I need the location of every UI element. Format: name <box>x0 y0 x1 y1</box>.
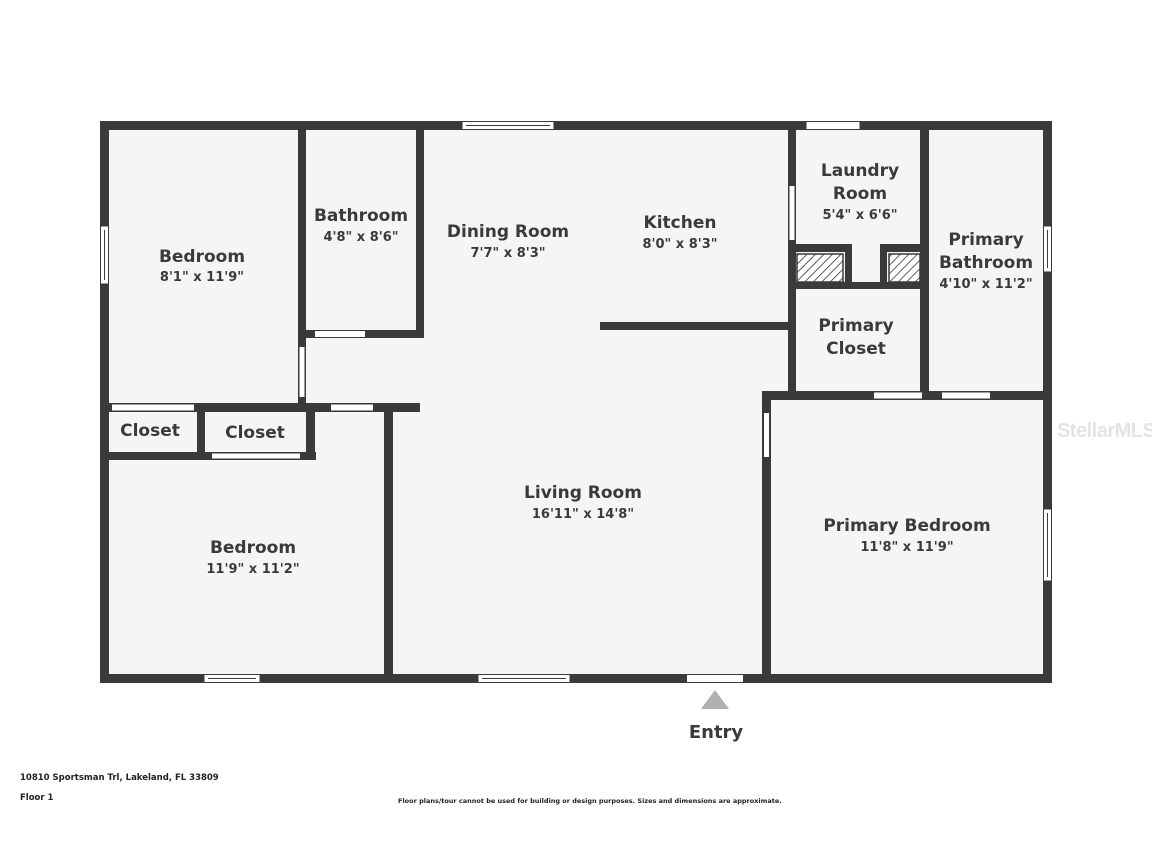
room-dims-living-room: 16'11" x 14'8" <box>532 507 634 522</box>
hatched-chase-left <box>796 253 844 283</box>
room-labels: Bedroom 8'1" x 11'9" Bathroom 4'8" x 8'6… <box>120 161 1033 577</box>
room-name-closet-1: Closet <box>120 421 180 441</box>
room-dims-bedroom-1: 8'1" x 11'9" <box>160 270 244 285</box>
room-name-closet-2: Closet <box>225 423 285 443</box>
entry-label: Entry <box>689 722 744 743</box>
floor-label: Floor 1 <box>20 793 54 803</box>
room-name-primary-bath-line1: Primary <box>948 230 1023 250</box>
room-dims-dining-room: 7'7" x 8'3" <box>470 246 545 261</box>
property-address: 10810 Sportsman Trl, Lakeland, FL 33809 <box>20 773 219 783</box>
room-name-bedroom-1: Bedroom <box>159 247 245 267</box>
room-dims-bathroom: 4'8" x 8'6" <box>323 230 398 245</box>
watermark: StellarMLS <box>1057 420 1152 442</box>
room-name-primary-bath-line2: Bathroom <box>939 253 1033 273</box>
floor-area <box>104 125 1048 678</box>
room-name-primary-closet-line1: Primary <box>818 316 893 336</box>
room-dims-primary-bedroom: 11'8" x 11'9" <box>860 540 953 555</box>
room-name-laundry-line2: Room <box>833 184 887 204</box>
entry-arrow-icon <box>701 690 729 709</box>
room-name-primary-bedroom: Primary Bedroom <box>823 516 990 536</box>
room-name-bathroom: Bathroom <box>314 206 408 226</box>
room-dims-primary-bath: 4'10" x 11'2" <box>939 277 1032 292</box>
room-name-primary-closet-line2: Closet <box>826 339 886 359</box>
room-dims-bedroom-2: 11'9" x 11'2" <box>206 562 299 577</box>
room-name-dining-room: Dining Room <box>447 222 569 242</box>
room-name-living-room: Living Room <box>524 483 642 503</box>
exterior-walls <box>100 121 1052 683</box>
door-openings <box>112 186 990 682</box>
room-name-bedroom-2: Bedroom <box>210 538 296 558</box>
disclaimer: Floor plans/tour cannot be used for buil… <box>398 797 782 805</box>
room-dims-kitchen: 8'0" x 8'3" <box>642 237 717 252</box>
hatched-chase-right <box>888 253 921 283</box>
room-dims-laundry: 5'4" x 6'6" <box>822 208 897 223</box>
room-name-laundry-line1: Laundry <box>821 161 899 181</box>
windows <box>100 121 1052 683</box>
room-name-kitchen: Kitchen <box>644 213 717 233</box>
